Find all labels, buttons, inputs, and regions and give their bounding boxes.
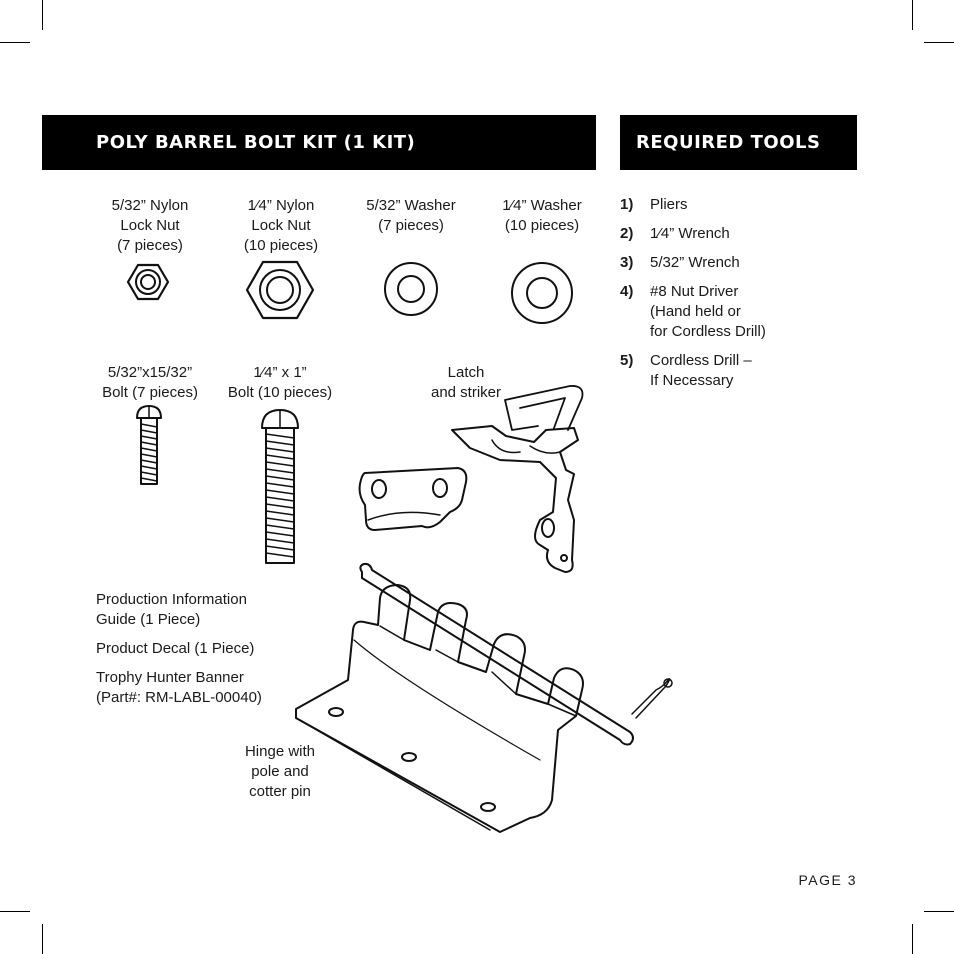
crop-mark (0, 42, 30, 43)
latch-striker-icon (358, 385, 584, 573)
tool-item: 5) Cordless Drill – If Necessary (620, 352, 752, 389)
long-bolt-icon (261, 409, 299, 564)
list-item: Product Decal (1 Piece) (96, 640, 255, 657)
hinge-pole-cotter-pin-icon (295, 562, 673, 833)
list-item: Trophy Hunter Banner(Part#: RM-LABL-0004… (96, 669, 262, 706)
short-bolt-label: 5/32”x15/32”Bolt (7 pieces) (102, 364, 198, 401)
crop-mark (42, 924, 43, 954)
tools-heading: REQUIRED TOOLS (636, 132, 821, 153)
kit-heading-banner: POLY BARREL BOLT KIT (1 KIT) (42, 115, 596, 170)
small-washer-icon (384, 262, 438, 316)
crop-mark (924, 42, 954, 43)
crop-mark (912, 0, 913, 30)
crop-mark (912, 924, 913, 954)
tools-heading-banner: REQUIRED TOOLS (620, 115, 857, 170)
tool-item: 1) Pliers (620, 196, 688, 213)
short-bolt-icon (136, 405, 162, 485)
crop-mark (0, 911, 30, 912)
required-tools-list: 1) Pliers 2) 1⁄4” Wrench 3) 5/32” Wrench… (620, 195, 766, 400)
small-washer-label: 5/32” Washer(7 pieces) (366, 197, 456, 234)
page-number: PAGE 3 (798, 872, 857, 888)
large-washer-label: 1⁄4” Washer(10 pieces) (502, 197, 582, 234)
tool-item: 4) #8 Nut Driver (Hand held or for Cordl… (620, 283, 766, 340)
tool-item: 3) 5/32” Wrench (620, 254, 740, 271)
small-lock-nut-icon (126, 263, 170, 301)
crop-mark (42, 0, 43, 30)
crop-mark (924, 911, 954, 912)
long-bolt-label: 1⁄4” x 1”Bolt (10 pieces) (227, 364, 333, 401)
kit-heading: POLY BARREL BOLT KIT (1 KIT) (96, 132, 416, 153)
large-washer-icon (511, 262, 573, 324)
large-lock-nut-icon (245, 260, 315, 320)
tool-item: 2) 1⁄4” Wrench (620, 225, 730, 242)
